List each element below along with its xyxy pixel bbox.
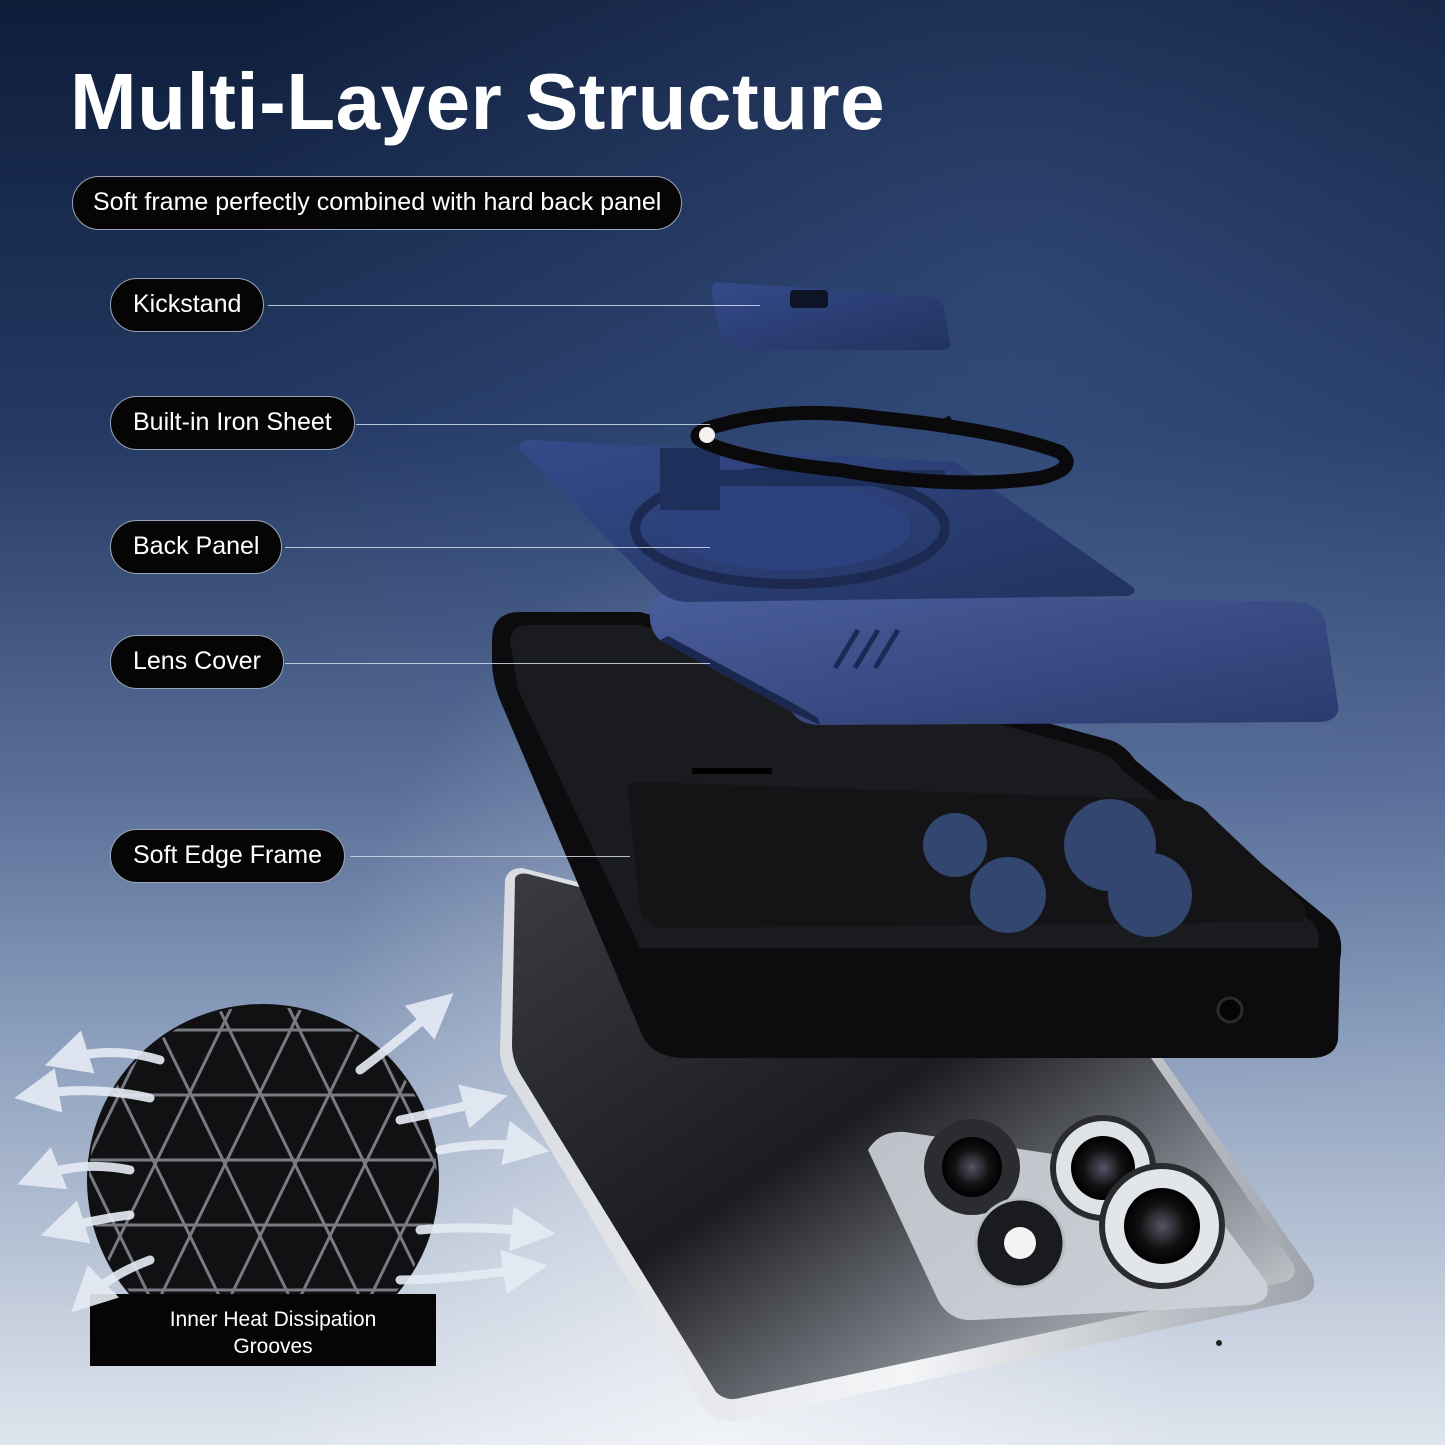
caption-line-2: Grooves (233, 1335, 313, 1358)
soft-edge-frame (492, 612, 1342, 1058)
leader-line-lens-cover (285, 663, 710, 664)
label-kickstand: Kickstand (110, 278, 265, 332)
label-lens-cover: Lens Cover (110, 635, 284, 689)
frame-lens-hole-4 (1108, 853, 1192, 937)
kickstand-part (711, 282, 951, 350)
frame-lens-hole-3 (970, 857, 1046, 933)
lens-cover (649, 592, 1339, 725)
leader-line-kickstand (268, 305, 760, 306)
heat-dissipation-caption: Inner Heat Dissipation Grooves (120, 1306, 426, 1360)
label-soft-edge-frame: Soft Edge Frame (110, 829, 345, 883)
caption-line-1: Inner Heat Dissipation (169, 1308, 377, 1331)
label-iron-sheet: Built-in Iron Sheet (110, 396, 355, 450)
heat-dissipation-callout (14, 993, 556, 1366)
page-title: Multi-Layer Structure (70, 57, 886, 146)
frame-lens-hole-1 (923, 813, 987, 877)
label-back-panel: Back Panel (110, 520, 283, 574)
iron-sheet (690, 405, 1074, 490)
leader-line-back-panel (285, 547, 710, 548)
leader-line-iron-sheet (356, 424, 710, 425)
subtitle-badge: Soft frame perfectly combined with hard … (72, 176, 683, 230)
leader-line-soft-edge-frame (350, 856, 630, 857)
